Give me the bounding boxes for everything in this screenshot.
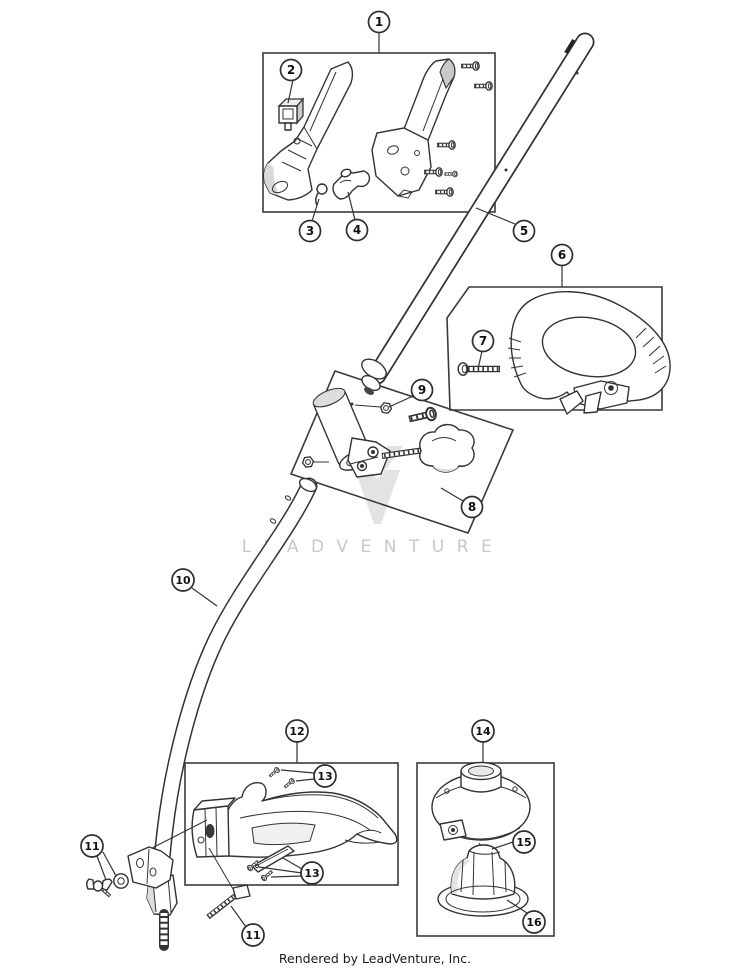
throttle-trigger-part-4	[332, 168, 371, 200]
callout-8[interactable]: 8	[440, 487, 484, 519]
handle-housing-left-half	[263, 61, 354, 201]
callout-number: 7	[479, 334, 487, 348]
callout-number: 15	[516, 836, 531, 849]
washer	[113, 873, 129, 889]
callout-number: 14	[475, 725, 491, 738]
shaft-notch	[564, 38, 576, 55]
callout-circle[interactable]	[300, 861, 324, 885]
callout-13-upper[interactable]: 13	[280, 764, 337, 788]
callout-circle[interactable]	[298, 219, 322, 243]
callout-number: 8	[468, 500, 476, 514]
callout-number: 10	[175, 574, 191, 587]
trimmer-head-housing	[431, 761, 531, 841]
guard-screw	[281, 776, 297, 791]
callout-circle[interactable]	[345, 218, 369, 242]
hex-nut	[301, 455, 315, 469]
callout-circle[interactable]	[471, 719, 495, 743]
detail-box-12-border	[184, 762, 399, 886]
footer-credit-text: Rendered by LeadVenture, Inc.	[279, 951, 471, 966]
callout-circle[interactable]	[80, 834, 104, 858]
callout-circle[interactable]	[279, 58, 303, 82]
spring-part-3	[315, 183, 328, 206]
wing-screw	[86, 878, 113, 898]
callout-number: 1	[375, 15, 383, 29]
callout-circle[interactable]	[241, 923, 265, 947]
callout-13-lower[interactable]: 13	[258, 857, 324, 885]
callout-15[interactable]: 15	[491, 830, 536, 854]
callout-number: 12	[289, 725, 304, 738]
callout-16[interactable]: 16	[506, 899, 546, 934]
callout-number: 16	[526, 916, 542, 929]
detail-box-12-guard	[184, 762, 399, 886]
switch-part-2	[277, 97, 305, 131]
handle-bolt-part-7	[457, 362, 500, 376]
callout-6[interactable]: 6	[550, 243, 574, 288]
callout-circle[interactable]	[313, 764, 337, 788]
callout-number: 3	[306, 224, 314, 238]
clamp-bolt	[408, 407, 437, 425]
callouts: 1 2 3 4 5 6 7	[80, 10, 574, 947]
screw-icon	[435, 188, 453, 196]
mount-plate	[371, 127, 432, 199]
callout-3[interactable]: 3	[298, 198, 322, 243]
guard-screw	[258, 867, 276, 884]
callout-1[interactable]: 1	[367, 10, 391, 54]
clamp-knob	[381, 423, 475, 473]
upper-shaft-tube	[361, 32, 595, 395]
detail-box-6-loop-handle	[446, 286, 671, 415]
callout-11-wing-screw[interactable]: 11	[80, 834, 117, 881]
callout-number: 5	[520, 224, 528, 238]
callout-circle[interactable]	[367, 10, 391, 34]
loop-handle	[507, 291, 671, 415]
callout-circle[interactable]	[471, 329, 495, 353]
callout-number: 4	[353, 223, 361, 237]
callout-4[interactable]: 4	[345, 191, 369, 242]
line-cutoff-blade	[251, 845, 295, 873]
screw-icon	[474, 82, 492, 90]
shaft-ferrule	[361, 358, 387, 395]
callout-number: 2	[287, 63, 295, 77]
callout-number: 9	[418, 383, 426, 397]
screw-icon	[461, 62, 479, 70]
callout-circle[interactable]	[171, 568, 195, 592]
detail-box-6-border	[446, 286, 663, 411]
detail-box-14-trimmer-head	[416, 761, 555, 937]
guard-screw	[266, 765, 282, 780]
callout-number: 13	[317, 770, 332, 783]
callout-circle[interactable]	[512, 219, 536, 243]
callout-12[interactable]: 12	[285, 719, 309, 763]
assembly-guide-line	[208, 847, 234, 890]
callout-circle[interactable]	[512, 830, 536, 854]
callout-10[interactable]: 10	[171, 568, 218, 607]
spool-housing-part-16	[437, 844, 529, 917]
callout-2[interactable]: 2	[279, 58, 303, 104]
screw-icon	[437, 141, 455, 149]
callout-11-bolt[interactable]: 11	[230, 905, 265, 947]
callout-circle[interactable]	[460, 495, 484, 519]
guard-shield	[191, 782, 398, 858]
callout-number: 13	[304, 867, 319, 880]
screw-icon	[442, 169, 459, 179]
callout-5[interactable]: 5	[475, 207, 536, 243]
hanger-bracket	[127, 846, 174, 889]
callout-9[interactable]: 9	[388, 378, 434, 408]
callout-number: 11	[245, 929, 260, 942]
boom-end-hardware	[86, 819, 251, 951]
assembly-guide-line	[151, 819, 208, 849]
detail-box-1-handle-housing	[262, 52, 496, 213]
callout-number: 6	[558, 248, 566, 262]
callout-circle[interactable]	[522, 910, 546, 934]
callout-14[interactable]: 14	[471, 719, 495, 763]
callout-circle[interactable]	[410, 378, 434, 402]
watermark-text: LEADVENTURE	[242, 537, 505, 557]
hex-nut	[379, 401, 393, 415]
callout-number: 11	[84, 840, 99, 853]
callout-circle[interactable]	[550, 243, 574, 267]
callout-7[interactable]: 7	[471, 329, 495, 370]
carriage-bolt	[206, 884, 251, 920]
callout-circle[interactable]	[285, 719, 309, 743]
detail-box-8-coupler	[289, 370, 515, 534]
coupler-clamp	[312, 387, 391, 478]
